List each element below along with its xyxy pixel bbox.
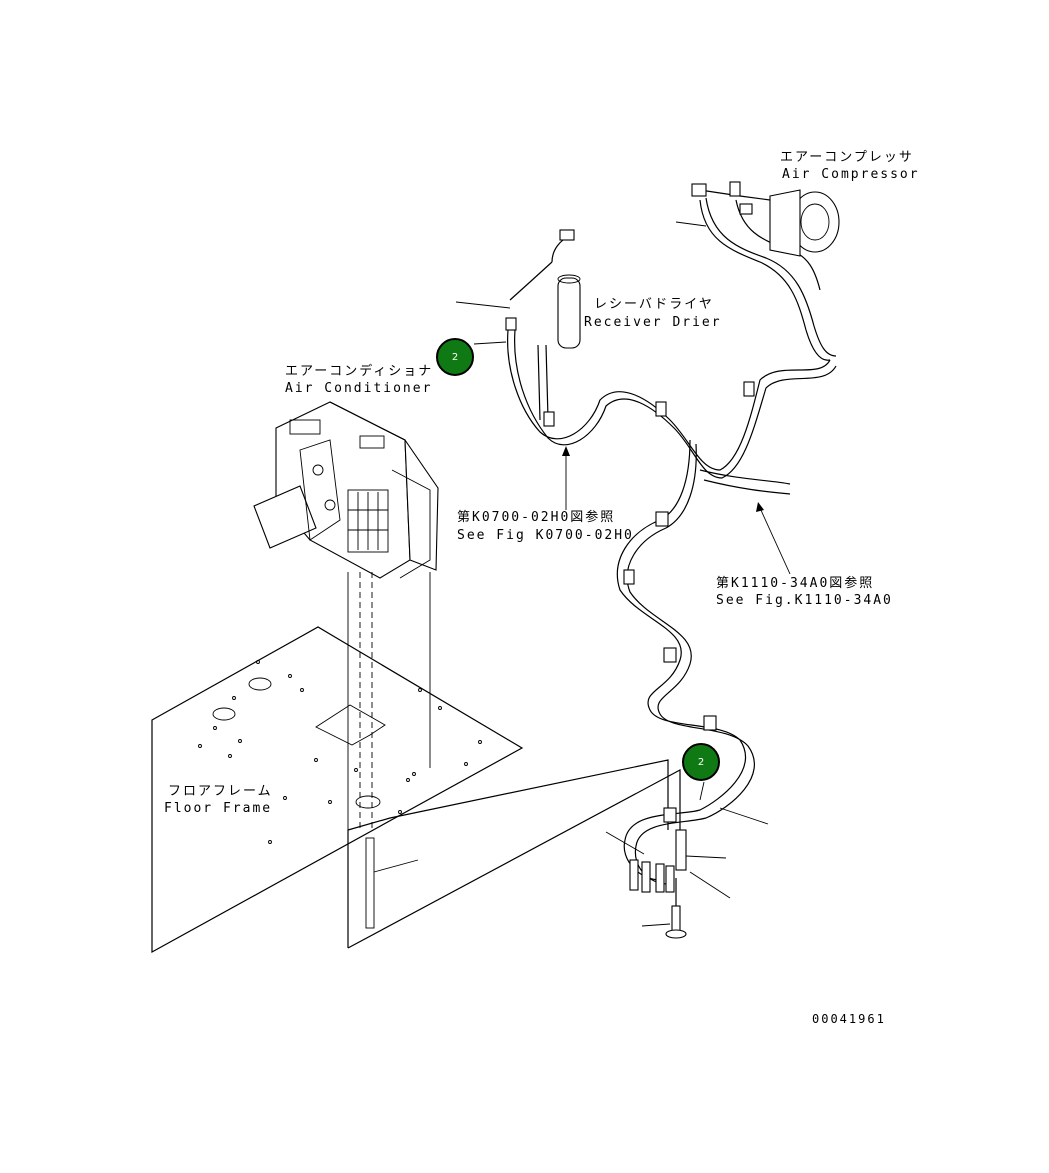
ref-k0700-label-en: See Fig K0700-02H0 (457, 528, 634, 543)
air-compressor-label-jp: エアーコンプレッサ (780, 150, 914, 165)
air-conditioner-unit (253, 401, 439, 948)
drawing-number: 00041961 (812, 1012, 886, 1026)
ref-k1110-label-jp: 第K1110-34A0図参照 (716, 576, 875, 591)
ref-k0700-label-jp: 第K0700-02H0図参照 (457, 510, 616, 525)
callout-2-lower[interactable]: 2 (682, 743, 720, 781)
air-compressor (691, 181, 840, 257)
air-conditioner-label-en: Air Conditioner (285, 381, 433, 396)
ref-k1110-label-en: See Fig.K1110-34A0 (716, 593, 893, 608)
receiver-drier-label-jp: レシーバドライヤ (594, 297, 714, 312)
air-compressor-label-en: Air Compressor (782, 167, 920, 182)
receiver-drier (505, 229, 581, 349)
air-conditioner-label-jp: エアーコンディショナ (285, 364, 434, 379)
receiver-drier-label-en: Receiver Drier (584, 315, 722, 330)
refrigerant-hoses (507, 197, 837, 939)
callout-2-upper[interactable]: 2 (436, 338, 474, 376)
floor-frame-plate (151, 626, 524, 954)
floor-frame-label-jp: フロアフレーム (168, 784, 273, 799)
floor-frame-label-en: Floor Frame (164, 801, 273, 816)
leader-lines (373, 221, 791, 927)
routing-loop (347, 759, 681, 949)
